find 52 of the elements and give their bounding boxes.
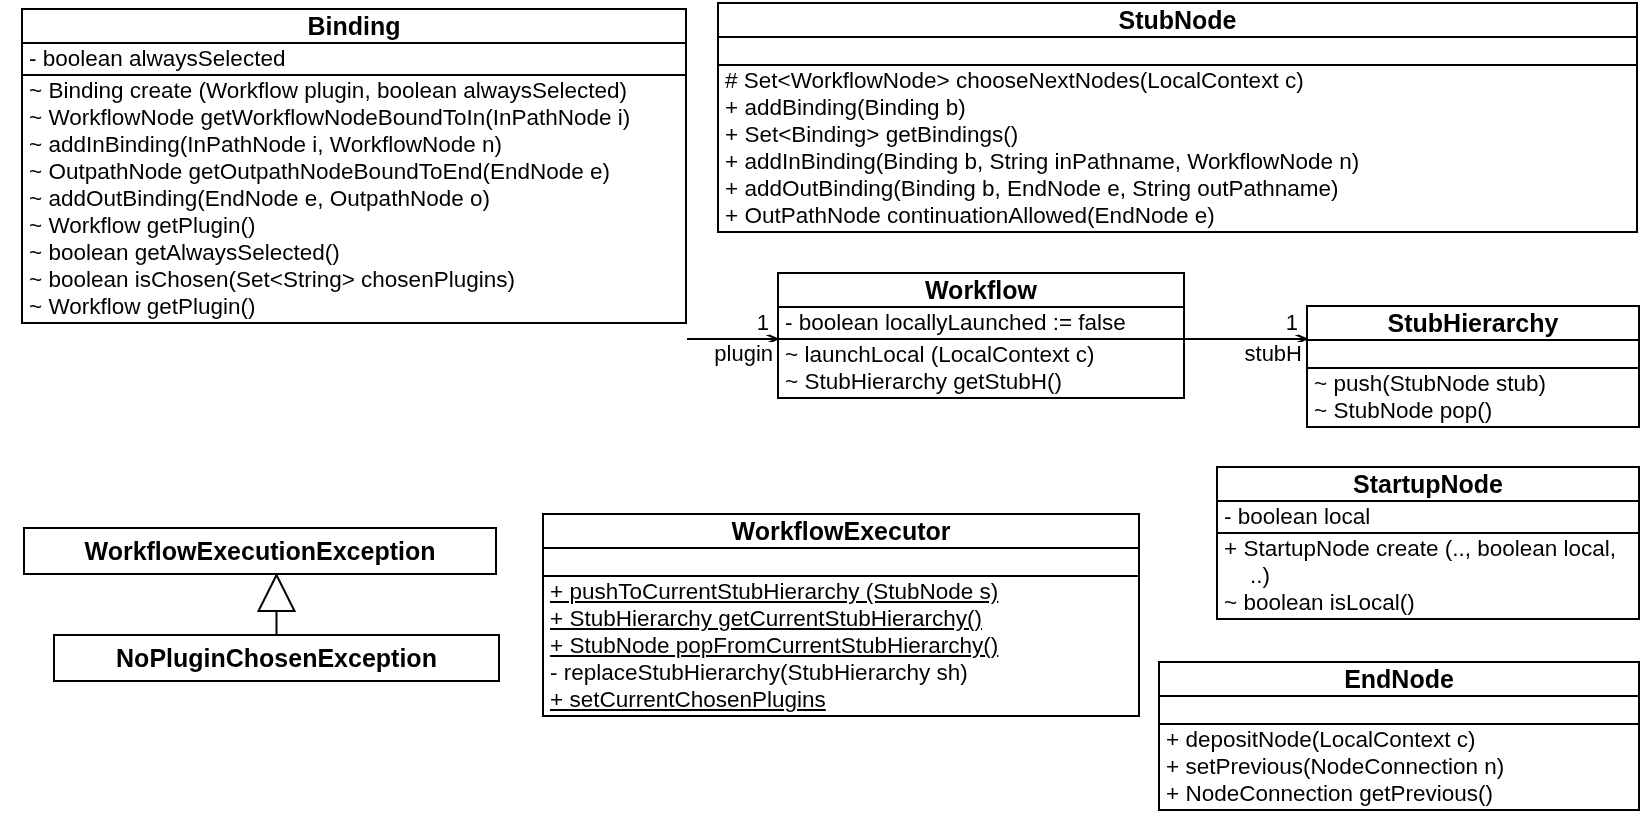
- attribute-text: - boolean local: [1224, 503, 1372, 530]
- method-text: + StubHierarchy getCurrentStubHierarchy(): [550, 605, 984, 632]
- uml-class-box: [717, 2, 1638, 233]
- method-text: ~ StubHierarchy getStubH(): [785, 368, 1063, 395]
- method-text: + NodeConnection getPrevious(): [1166, 780, 1495, 807]
- class-name: Workflow: [923, 275, 1038, 306]
- method-text: ~ boolean isLocal(): [1224, 589, 1416, 616]
- method-text: ~ addOutBinding(EndNode e, OutpathNode o): [29, 185, 491, 212]
- uml-class-box: [1216, 466, 1640, 620]
- attribute-text: - boolean alwaysSelected: [29, 45, 287, 72]
- method-text: ~ WorkflowNode getWorkflowNodeBoundToIn(InPathNode i): [29, 104, 632, 131]
- method-text: + setCurrentChosenPlugins: [550, 686, 827, 713]
- attribute-text: - boolean locallyLaunched := false: [785, 309, 1127, 336]
- class-name: EndNode: [1343, 664, 1455, 695]
- uml-class-box: [21, 8, 687, 324]
- generalization-arrow: [257, 574, 296, 635]
- method-text: ~ addInBinding(InPathNode i, WorkflowNode n): [29, 131, 503, 158]
- method-text: ~ boolean isChosen(Set<String> chosenPlugins): [29, 266, 516, 293]
- class-name: StubHierarchy: [1386, 308, 1560, 339]
- method-text: ~ Workflow getPlugin(): [29, 212, 257, 239]
- uml-class-box: [23, 527, 497, 575]
- method-text: ~ launchLocal (LocalContext c): [785, 341, 1096, 368]
- role-name: plugin: [714, 342, 773, 366]
- class-name: StartupNode: [1352, 469, 1504, 500]
- method-text: ~ StubNode pop(): [1314, 397, 1494, 424]
- method-text: + depositNode(LocalContext c): [1166, 726, 1477, 753]
- method-text: + StubNode popFromCurrentStubHierarchy(): [550, 632, 1000, 659]
- method-text: ~ Binding create (Workflow plugin, boolean alwaysSelected): [29, 77, 629, 104]
- method-text: + pushToCurrentStubHierarchy (StubNode s): [550, 578, 1000, 605]
- method-text: # Set<WorkflowNode> chooseNextNodes(LocalContext c): [725, 67, 1305, 94]
- uml-class-box: [542, 513, 1140, 717]
- method-text: + OutPathNode continuationAllowed(EndNode e): [725, 202, 1216, 229]
- method-text: + addInBinding(Binding b, String inPathname, WorkflowNode n): [725, 148, 1361, 175]
- uml-class-box: [53, 634, 500, 682]
- uml-class-box: [1306, 305, 1640, 428]
- class-name: StubNode: [1117, 5, 1238, 36]
- class-name: WorkflowExecutor: [730, 516, 952, 547]
- method-text: ~ boolean getAlwaysSelected(): [29, 239, 341, 266]
- method-text: + StartupNode create (.., boolean local, ..): [1224, 535, 1618, 589]
- class-name: NoPluginChosenException: [115, 643, 438, 674]
- method-text: + addOutBinding(Binding b, EndNode e, String outPathname): [725, 175, 1340, 202]
- method-text: ~ OutpathNode getOutpathNodeBoundToEnd(EndNode e): [29, 158, 612, 185]
- method-text: - replaceStubHierarchy(StubHierarchy sh): [550, 659, 969, 686]
- class-name: WorkflowExecutionException: [83, 536, 437, 567]
- uml-class-box: [777, 272, 1185, 399]
- method-text: ~ Workflow getPlugin(): [29, 293, 257, 320]
- uml-class-box: [1158, 661, 1640, 811]
- method-text: + setPrevious(NodeConnection n): [1166, 753, 1506, 780]
- class-name: Binding: [306, 11, 402, 42]
- method-text: + Set<Binding> getBindings(): [725, 121, 1020, 148]
- method-text: + addBinding(Binding b): [725, 94, 967, 121]
- method-text: ~ push(StubNode stub): [1314, 370, 1548, 397]
